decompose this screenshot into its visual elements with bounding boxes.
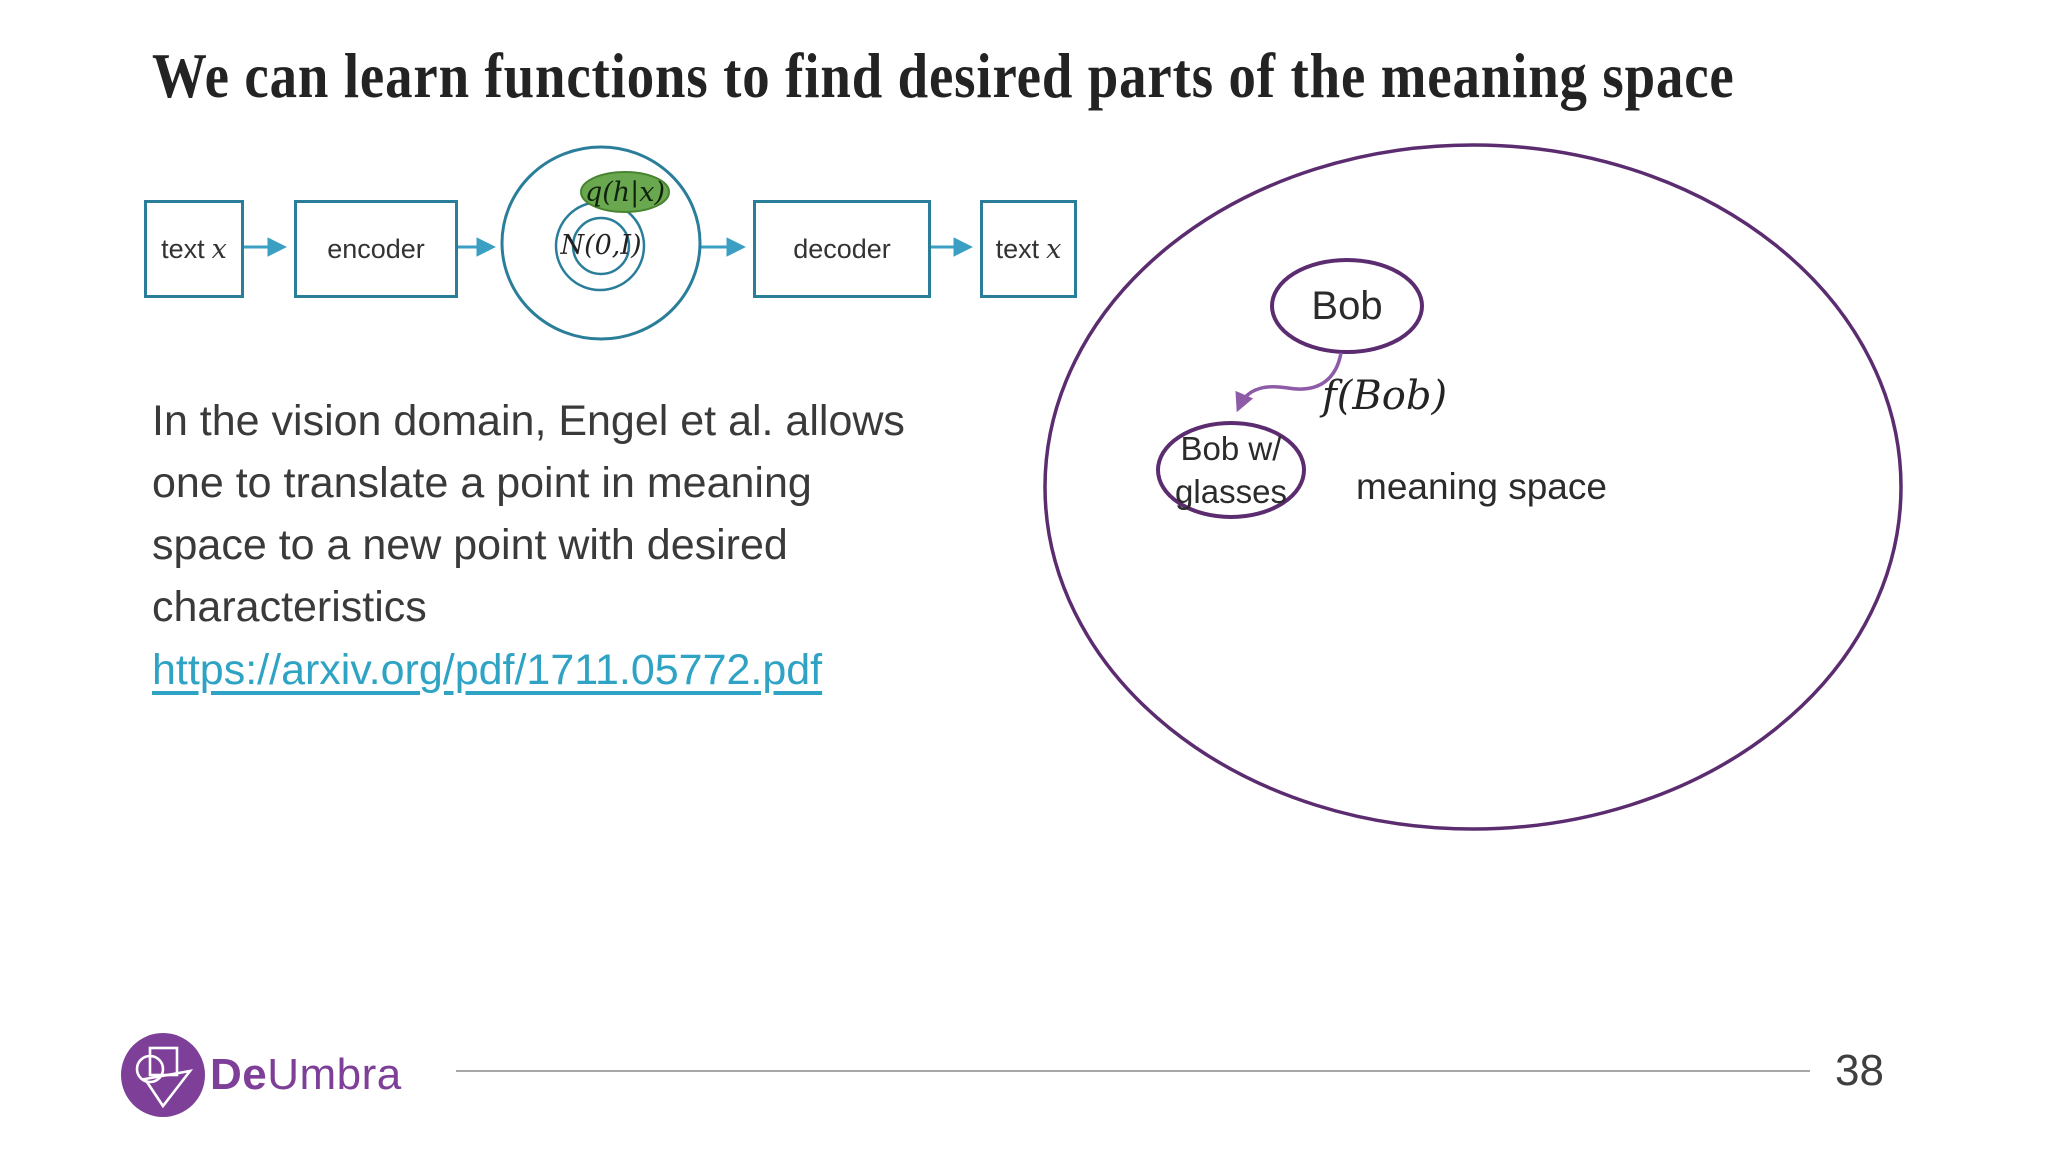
slide-title: We can learn functions to find desired p… — [152, 41, 1735, 111]
bob-with-glasses-line1: Bob w/ — [1180, 430, 1282, 467]
encoder-box: encoder — [294, 200, 458, 298]
prior-label: N(0,I) — [560, 229, 642, 261]
page-number: 38 — [1835, 1046, 1884, 1095]
bob-with-glasses-label: Bob w/ glasses — [1158, 424, 1304, 516]
brand-regular-part: Umbra — [267, 1050, 402, 1099]
footer-divider — [456, 1070, 1810, 1072]
input-var-label: x — [211, 233, 227, 265]
deumbra-logo-icon — [121, 1033, 205, 1117]
bob-with-glasses-line2: glasses — [1175, 473, 1287, 510]
arxiv-link[interactable]: https://arxiv.org/pdf/1711.05772.pdf — [152, 646, 823, 694]
bob-label: Bob — [1311, 283, 1383, 328]
decoder-label: decoder — [793, 233, 891, 264]
brand-bold-part: De — [210, 1050, 268, 1099]
body-line: In the vision domain, Engel et al. allow… — [152, 397, 905, 445]
function-label: f(Bob) — [1322, 373, 1448, 419]
output-var-label: x — [1046, 233, 1062, 265]
output-text-label: text — [995, 233, 1040, 264]
decoder-box: decoder — [753, 200, 931, 298]
encoder-label: encoder — [327, 233, 425, 264]
brand-wordmark: DeUmbra — [210, 1049, 402, 1101]
body-paragraph: In the vision domain, Engel et al. allow… — [152, 390, 1132, 701]
body-line: characteristics — [152, 583, 427, 631]
meaning-space-label: meaning space — [1356, 466, 1607, 507]
body-line: one to translate a point in meaning — [152, 459, 812, 507]
input-text-label: text — [161, 233, 205, 264]
body-line: space to a new point with desired — [152, 521, 788, 569]
posterior-label: q(h|x) — [584, 176, 666, 208]
